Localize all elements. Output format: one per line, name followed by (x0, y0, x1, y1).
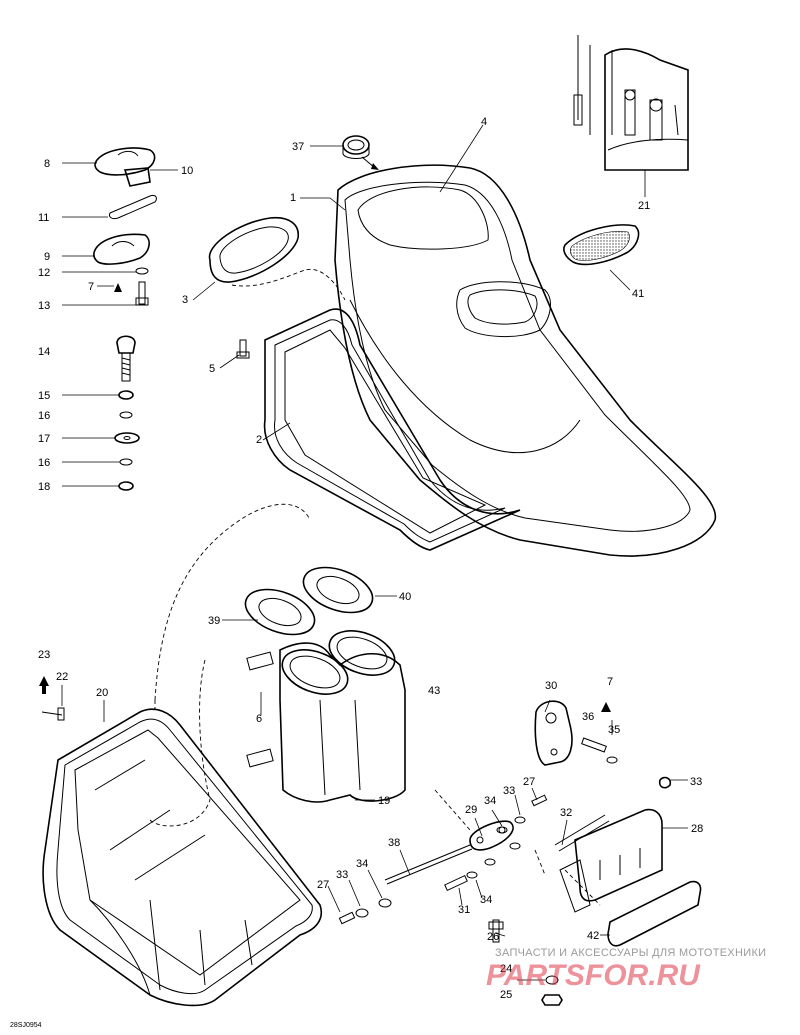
leader-lines (61, 124, 688, 981)
screw-part-13 (135, 281, 149, 306)
callout-10: 10 (181, 165, 193, 177)
callout-5: 5 (209, 363, 215, 375)
watermark-caption: ЗАПЧАСТИ И АКСЕССУАРЫ ДЛЯ МОТОТЕХНИКИ (495, 947, 766, 959)
callout-43: 43 (428, 685, 440, 697)
callout-34c: 34 (480, 894, 492, 906)
loctite-part-7b (601, 702, 611, 712)
callout-12: 12 (38, 267, 50, 279)
plate-part-42 (607, 880, 702, 947)
callout-13: 13 (38, 300, 50, 312)
seal-part-2 (263, 308, 521, 551)
blue-loctite-part-7 (114, 283, 122, 292)
link-part-29 (469, 820, 514, 851)
washer-part-12 (135, 267, 149, 275)
bracket-part-9 (92, 233, 150, 265)
callout-32: 32 (560, 807, 572, 819)
vent-net-part-41 (563, 224, 640, 266)
callout-30: 30 (545, 680, 557, 692)
cover-ring-part-3 (208, 216, 346, 301)
callout-18: 18 (38, 481, 50, 493)
bolt-part-31 (444, 874, 468, 892)
washer-part-24 (545, 975, 559, 985)
callout-17: 17 (38, 433, 50, 445)
stud-part-14 (116, 335, 136, 382)
callout-39: 39 (208, 615, 220, 627)
callout-28: 28 (691, 823, 703, 835)
callout-9: 9 (44, 251, 50, 263)
bolt-part-35 (581, 737, 618, 764)
pin-part-27a (531, 794, 548, 807)
callout-1: 1 (290, 192, 296, 204)
callout-16a: 16 (38, 410, 50, 422)
shaft-part-32 (554, 814, 610, 852)
callout-37: 37 (292, 141, 304, 153)
latch-part-8 (94, 147, 156, 176)
rod-part-38 (384, 844, 473, 885)
callout-7a: 7 (88, 281, 94, 293)
callout-6: 6 (256, 713, 262, 725)
cap-part-37 (342, 135, 379, 170)
tool-kit-part-21 (573, 35, 689, 171)
callout-31: 31 (458, 904, 470, 916)
seat-part-4 (334, 164, 717, 557)
callout-42: 42 (587, 930, 599, 942)
callout-41: 41 (632, 288, 644, 300)
callout-33b: 33 (336, 869, 348, 881)
callout-25: 25 (500, 989, 512, 1001)
callout-26: 26 (487, 931, 499, 943)
bolt-part-26 (488, 919, 504, 943)
callout-34a: 34 (484, 795, 496, 807)
cover-part-40 (302, 566, 374, 614)
pin-part-27b (338, 911, 356, 925)
callout-22: 22 (56, 671, 68, 683)
callout-8: 8 (44, 158, 50, 170)
nut-part-18 (118, 481, 134, 491)
nut-part-15 (118, 390, 134, 400)
callout-35: 35 (608, 724, 620, 736)
callout-38: 38 (388, 837, 400, 849)
callout-40: 40 (399, 591, 411, 603)
callout-labels: 1 2 3 4 5 6 7 7 8 9 10 11 12 13 14 15 16… (38, 116, 703, 1001)
callout-27b: 27 (317, 879, 329, 891)
callout-11: 11 (38, 212, 49, 224)
air-intake-part-43 (246, 630, 406, 803)
callout-4: 4 (481, 116, 487, 128)
callout-33a: 33 (503, 785, 515, 797)
rivet-part-22 (41, 707, 65, 721)
washer-part-17 (114, 432, 140, 444)
gasket-part-11 (109, 195, 157, 220)
callout-2: 2 (256, 434, 262, 446)
callout-24: 24 (500, 963, 512, 975)
watermark-brand: PARTSFOR.RU (486, 959, 701, 992)
bracket-part-28 (559, 808, 663, 913)
storage-box-part-20 (42, 708, 322, 1007)
callout-21: 21 (638, 200, 650, 212)
washers-part-33-34 (355, 776, 672, 918)
callout-29: 29 (465, 804, 477, 816)
nut-part-25 (541, 994, 563, 1006)
callout-23: 23 (38, 649, 50, 661)
washer-part-16b (119, 458, 133, 466)
clip-part-10 (123, 167, 151, 187)
callout-19: 19 (378, 795, 390, 807)
callout-16b: 16 (38, 457, 50, 469)
lever-part-30 (534, 700, 573, 766)
cover-part-39 (244, 588, 316, 636)
callout-34b: 34 (356, 858, 368, 870)
callout-33c: 33 (690, 776, 702, 788)
washer-part-16a (119, 411, 133, 419)
callout-15: 15 (38, 390, 50, 402)
cap-part-23 (39, 676, 49, 694)
callout-7b: 7 (607, 676, 613, 688)
callout-27a: 27 (523, 776, 535, 788)
callout-14: 14 (38, 346, 50, 358)
callout-3: 3 (182, 294, 188, 306)
callout-36: 36 (582, 711, 594, 723)
callout-20: 20 (96, 687, 108, 699)
screw-part-5 (236, 339, 250, 359)
drawing-code: 28SJ0954 (10, 1022, 42, 1029)
